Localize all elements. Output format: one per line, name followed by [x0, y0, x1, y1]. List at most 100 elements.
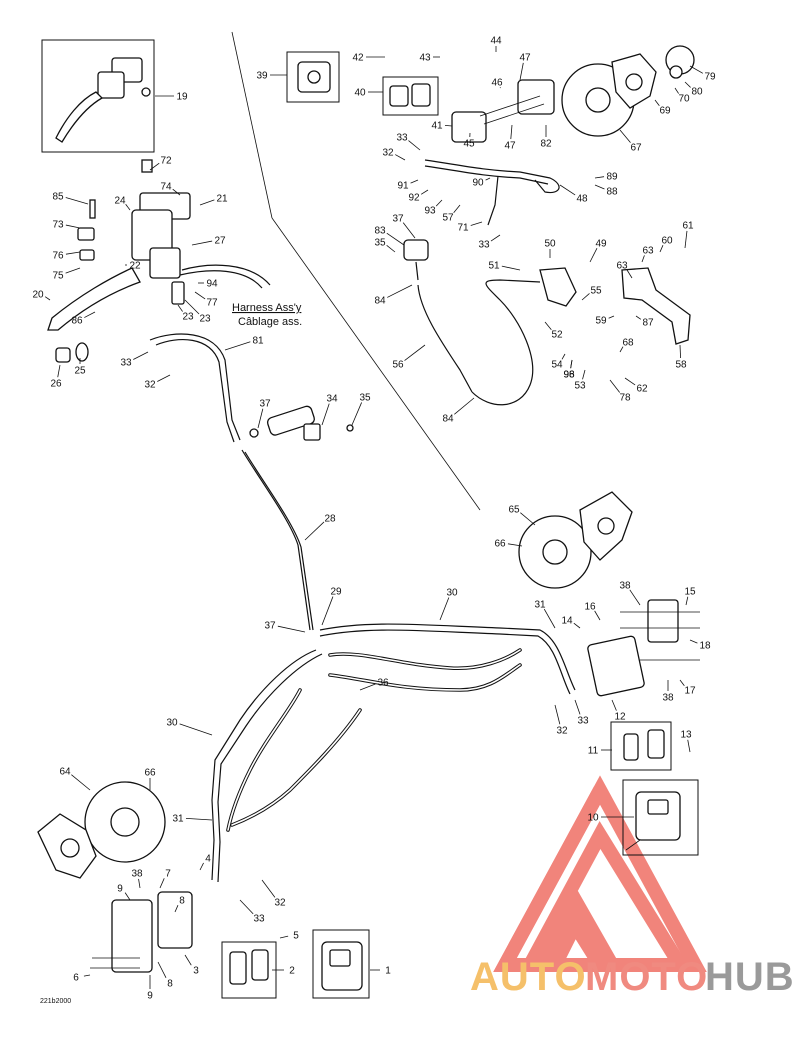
- callout-number: 65: [508, 505, 520, 516]
- callout-number: 89: [606, 172, 618, 183]
- callout-30: 30: [439, 588, 458, 621]
- callout-number: 33: [120, 358, 132, 369]
- callout-number: 8: [167, 979, 173, 990]
- callout-64: 64: [59, 767, 91, 791]
- leader-line: [172, 188, 181, 196]
- callout-number: 26: [50, 379, 62, 390]
- callout-16: 16: [584, 602, 601, 621]
- callout-80: 80: [684, 81, 703, 98]
- leader-line: [594, 610, 601, 621]
- callout-1: 1: [370, 966, 391, 977]
- callout-number: 50: [544, 239, 556, 250]
- callout-number: 44: [490, 36, 502, 47]
- callout-number: 88: [606, 187, 618, 198]
- callout-31: 31: [534, 600, 556, 629]
- leader-line: [194, 291, 206, 300]
- callout-number: 31: [534, 600, 546, 611]
- leader-line: [279, 935, 289, 939]
- callout-3: 3: [184, 954, 199, 977]
- callout-56: 56: [392, 344, 426, 371]
- callout-41: 41: [431, 121, 453, 132]
- leader-line: [510, 124, 513, 140]
- callout-number: 9: [147, 991, 153, 1002]
- leader-line: [410, 179, 419, 184]
- callout-number: 54: [551, 360, 563, 371]
- leader-line: [359, 683, 376, 691]
- leader-line: [594, 176, 605, 179]
- callout-number: 49: [595, 239, 607, 250]
- leader-line: [624, 377, 636, 386]
- callout-48: 48: [559, 184, 588, 205]
- leader-line: [501, 265, 521, 271]
- callout-47: 47: [504, 124, 516, 152]
- callout-number: 47: [519, 53, 531, 64]
- callout-4: 4: [199, 854, 211, 871]
- callout-number: 98: [563, 370, 575, 381]
- callout-87: 87: [635, 315, 654, 329]
- callout-49: 49: [589, 239, 607, 263]
- callout-number: 35: [374, 238, 386, 249]
- leader-line: [177, 304, 183, 312]
- callout-94: 94: [198, 279, 218, 290]
- callout-15: 15: [684, 587, 696, 606]
- detail-box-1: [312, 929, 370, 999]
- leader-line: [124, 892, 131, 901]
- leader-line: [184, 299, 200, 315]
- callout-10: 10: [587, 813, 634, 824]
- callout-78: 78: [609, 379, 631, 404]
- callout-52: 52: [544, 321, 563, 341]
- callout-18: 18: [689, 639, 711, 652]
- callout-number: 29: [330, 587, 342, 598]
- leader-line: [689, 639, 698, 644]
- callout-88: 88: [594, 184, 618, 198]
- leader-line: [453, 204, 461, 214]
- leader-line: [454, 397, 475, 415]
- callout-34: 34: [321, 394, 338, 426]
- callout-37: 37: [392, 214, 416, 239]
- callout-number: 64: [59, 767, 71, 778]
- callout-43: 43: [419, 53, 440, 64]
- left-disc-64: [37, 781, 166, 879]
- callout-79: 79: [689, 65, 716, 83]
- callout-number: 21: [216, 194, 228, 205]
- callout-89: 89: [594, 172, 618, 183]
- callout-82: 82: [540, 125, 552, 150]
- callout-number: 47: [504, 141, 516, 152]
- leader-line: [444, 125, 453, 127]
- callout-21: 21: [199, 194, 228, 206]
- callout-39: 39: [256, 71, 287, 82]
- callout-number: 51: [488, 261, 500, 272]
- callout-32: 32: [144, 374, 171, 391]
- callout-38: 38: [131, 869, 143, 889]
- callout-number: 42: [352, 53, 364, 64]
- leader-line: [402, 222, 416, 239]
- callout-2: 2: [272, 966, 295, 977]
- leader-line: [520, 512, 536, 526]
- leader-line: [199, 199, 215, 206]
- callout-number: 60: [661, 236, 673, 247]
- leader-line: [351, 402, 362, 426]
- callout-19: 19: [155, 92, 188, 103]
- callout-number: 91: [397, 181, 409, 192]
- detail-box-19: [41, 39, 155, 153]
- callout-number: 39: [256, 71, 268, 82]
- watermark-text-auto: AUTO: [470, 955, 587, 999]
- watermark-text-hub: HUB: [705, 955, 795, 999]
- callout-number: 12: [614, 712, 626, 723]
- callout-7: 7: [159, 869, 171, 889]
- caliper-1: [321, 941, 363, 991]
- detail-box-10: [622, 779, 699, 856]
- leader-line: [439, 597, 450, 621]
- callout-9: 9: [147, 975, 153, 1002]
- callout-63: 63: [616, 261, 633, 279]
- callout-number: 38: [662, 693, 674, 704]
- leader-line: [619, 129, 631, 143]
- leader-line: [674, 87, 679, 94]
- callout-58: 58: [675, 344, 687, 371]
- leader-line: [408, 140, 421, 151]
- callout-number: 5: [293, 931, 299, 942]
- leader-line: [684, 81, 691, 88]
- callout-number: 6: [73, 973, 79, 984]
- callout-54: 54: [551, 353, 566, 371]
- callout-number: 57: [442, 213, 454, 224]
